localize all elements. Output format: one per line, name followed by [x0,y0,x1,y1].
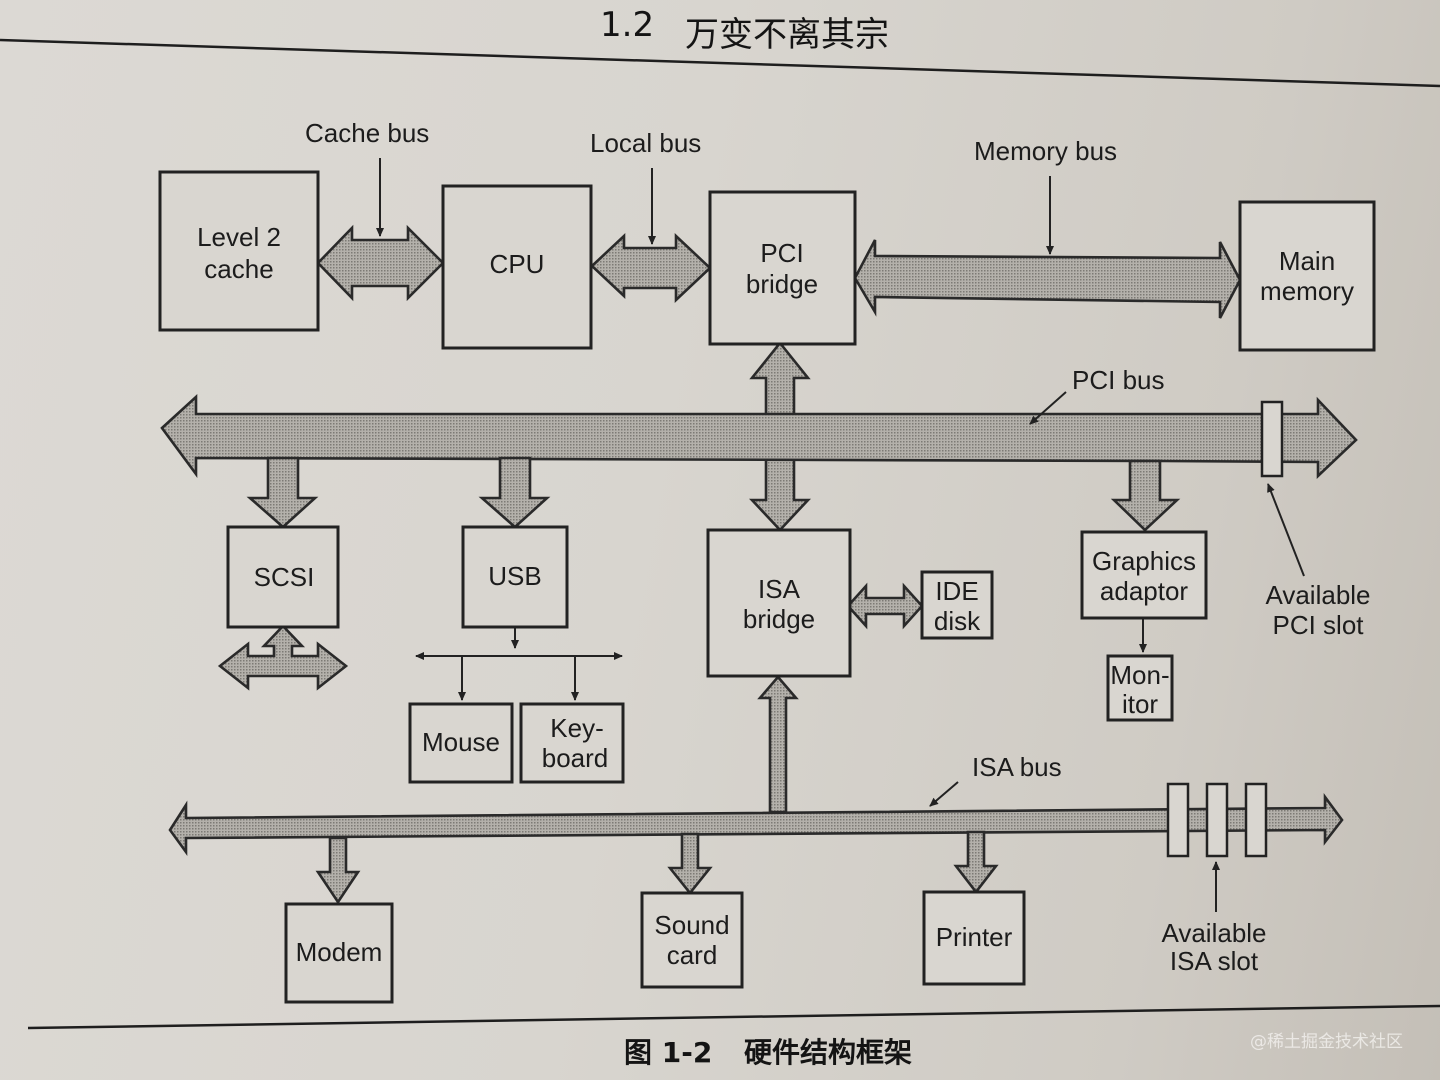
svg-text:Mon-: Mon- [1110,660,1169,690]
usb-box: USB [461,525,569,629]
memory-bus-arrow [853,239,1242,319]
svg-text:Mouse: Mouse [422,727,500,757]
pci-bridge-box: PCI bridge [708,190,857,346]
figure-title: 硬件结构框架 [744,1036,912,1069]
svg-text:PCI: PCI [760,238,803,268]
modem-box: Modem [284,902,394,1004]
svg-text:SCSI: SCSI [254,562,315,592]
ide-link-arrow [846,582,924,630]
available-pci-slot [1260,400,1284,478]
pci-bus-arrow [160,394,1358,480]
svg-text:USB: USB [488,561,541,591]
local-bus-arrow [590,232,712,304]
svg-text:memory: memory [1260,276,1354,306]
section-header: 1.2 万变不离其宗 [0,5,1440,88]
memory-bus-label: Memory bus [974,136,1117,166]
svg-text:card: card [667,940,718,970]
level2-cache-box: Level 2 cache [158,170,320,332]
main-memory-box: Main memory [1238,200,1376,352]
pci-to-usb-arrow [478,456,551,529]
svg-text:IDE: IDE [935,576,978,606]
figure-number: 图 1-2 [624,1036,712,1069]
caption-rule [27,1004,1440,1030]
section-number: 1.2 [600,5,654,45]
isa-slot-label-line2: ISA slot [1170,946,1259,976]
svg-text:itor: itor [1122,689,1158,719]
available-isa-slot-3 [1244,782,1268,858]
isa-bus-label: ISA bus [972,752,1062,782]
scsi-external-bus-arrow [217,624,349,691]
isa-bus-arrow [168,793,1344,856]
pci-to-graphics-arrow [1110,459,1181,532]
available-isa-slot-1 [1166,782,1190,858]
figure-caption: 图 1-2 硬件结构框架 [624,1036,912,1069]
keyboard-box: Key- board [519,702,625,784]
svg-text:bridge: bridge [743,604,815,634]
pci-bus-label: PCI bus [1072,365,1165,395]
section-title: 万变不离其宗 [685,15,889,55]
cache-bus-arrow [316,224,445,302]
sound-card-box: Sound card [640,891,744,989]
cpu-box: CPU [441,184,593,350]
header-rule [0,38,1440,88]
svg-text:Printer: Printer [936,922,1013,952]
isa-bridge-link-arrow [757,675,799,814]
pci-slot-label-line2: PCI slot [1272,610,1364,640]
svg-text:Sound: Sound [654,910,729,940]
isa-bridge-box: ISA bridge [706,528,852,678]
svg-text:ISA: ISA [758,574,801,604]
isa-slot-label-line1: Available [1161,918,1266,948]
svg-text:CPU: CPU [490,249,545,279]
pci-slot-pointer [1267,483,1305,577]
monitor-box: Mon- itor [1106,654,1174,722]
watermark: @稀土掘金技术社区 [1250,1032,1403,1052]
local-bus-label: Local bus [590,128,701,158]
svg-text:disk: disk [934,606,981,636]
svg-text:bridge: bridge [746,269,818,299]
svg-text:board: board [542,743,609,773]
isa-to-soundcard-arrow [667,832,713,896]
mouse-box: Mouse [408,702,514,784]
pci-slot-label-line1: Available [1265,580,1370,610]
isa-to-modem-arrow [315,836,361,905]
pci-bus-pointer [1029,391,1067,425]
svg-text:Graphics: Graphics [1092,546,1196,576]
svg-text:adaptor: adaptor [1100,576,1189,606]
pci-to-scsi-arrow [246,456,319,529]
printer-box: Printer [922,890,1026,986]
isa-to-printer-arrow [953,830,999,895]
graphics-adaptor-box: Graphics adaptor [1080,530,1208,620]
svg-text:Modem: Modem [296,937,383,967]
svg-text:Key-: Key- [550,713,603,743]
ide-disk-box: IDE disk [920,570,994,640]
cache-bus-label: Cache bus [305,118,429,148]
scsi-box: SCSI [226,525,340,629]
isa-bus-pointer [929,781,959,807]
svg-text:Main: Main [1279,246,1335,276]
available-isa-slot-2 [1205,782,1229,858]
svg-text:cache: cache [204,254,273,284]
svg-text:Level 2: Level 2 [197,222,281,252]
